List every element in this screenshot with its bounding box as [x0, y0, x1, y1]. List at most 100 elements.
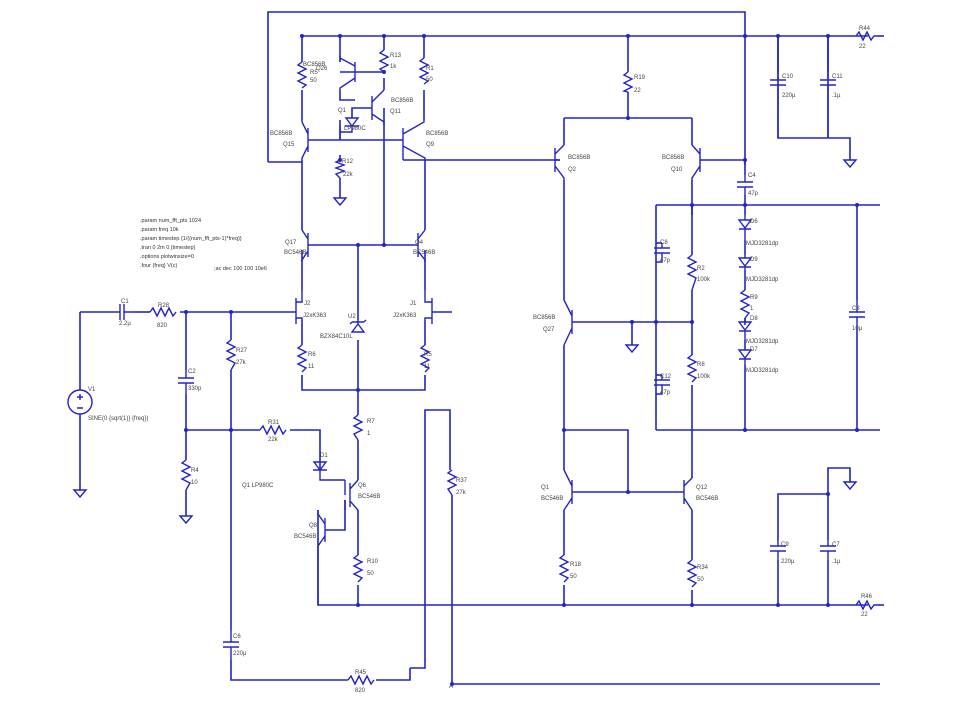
transistor-Q17: [301, 229, 316, 262]
transistor-Q8: [317, 510, 330, 605]
label-r7: R7: [367, 419, 375, 425]
label-r6: R6: [308, 352, 316, 358]
transistors: [290, 56, 706, 605]
resistor-R7: [352, 414, 364, 441]
capacitor-C6: [223, 630, 239, 660]
transistor-Q9: [395, 120, 426, 160]
led-top: [339, 117, 360, 140]
label-r2-value: 100k: [697, 277, 711, 283]
label-r34: R34: [697, 565, 709, 571]
resistor-R19: [621, 71, 634, 93]
label-q12: Q12: [696, 485, 708, 491]
label-c11: C11: [832, 74, 843, 80]
ground-icon: [72, 489, 88, 499]
ground-icon: [842, 481, 858, 491]
capacitor-C2: [178, 370, 194, 394]
label-r18-value: 50: [570, 574, 577, 580]
label-node-a: A: [449, 684, 453, 690]
resistor-R4: [180, 459, 192, 491]
label-q1-model: BC546B: [541, 496, 563, 502]
label-d9: D9: [750, 257, 758, 263]
label-c1-value: 2.2µ: [119, 321, 131, 327]
directive-line: .tran 0 2m 0 {timestep}: [140, 245, 195, 251]
directive-line: .param timestep {1/((num_fft_pts-1)*freq…: [140, 236, 242, 242]
label-q27-model: BC856B: [533, 315, 555, 321]
label-c7: C7: [832, 542, 840, 548]
label-q15-model: BC856B: [270, 131, 292, 137]
label-c11-value: .1µ: [832, 93, 841, 99]
label-r13: R13: [390, 53, 402, 59]
label-q26-model: BC856B: [303, 62, 325, 68]
resistor-R12: [334, 159, 346, 179]
transistor-Q15: [301, 120, 316, 160]
source-and-grounds: [67, 159, 858, 525]
label-r4: R4: [191, 468, 199, 474]
ground-icon: [842, 159, 858, 169]
resistor-R34: [686, 559, 698, 588]
label-d-top: Q1: [338, 108, 347, 114]
label-q15: Q15: [283, 142, 295, 148]
transistor-Q4: [410, 229, 426, 262]
label-q6: Q6: [358, 483, 367, 489]
resistor-R18: [558, 554, 570, 583]
label-r46-value: 22: [861, 612, 868, 618]
label-c10-value: 220µ: [782, 93, 796, 99]
directive-line: .param freq 10k: [140, 227, 179, 233]
label-j2: J2: [304, 301, 311, 307]
label-c3: C3: [852, 306, 860, 312]
label-q8-model: BC546B: [294, 534, 316, 540]
label-q1: Q1: [541, 485, 550, 491]
label-c3-value: 10µ: [852, 326, 863, 332]
transistor-J1: [424, 290, 452, 324]
label-j1-model: J2xK363: [393, 313, 417, 319]
label-d1: D1: [320, 453, 328, 459]
label-c2-value: 330p: [188, 386, 202, 392]
resistor-R13: [378, 49, 390, 73]
ground-icon: [624, 344, 640, 354]
label-v1: V1: [88, 387, 96, 393]
transistor-J2: [290, 290, 303, 324]
label-j2-model: J2xK363: [303, 313, 327, 319]
label-c12: C12: [660, 374, 672, 380]
led-D1: [312, 461, 345, 481]
resistor-R5: [419, 344, 431, 373]
label-c9-value: 220µ: [781, 559, 795, 565]
label-r37: R37: [456, 478, 468, 484]
capacitor-C1: [110, 304, 134, 320]
label-v1-value: SINE(0 {sqrt(1)} {freq}): [88, 416, 148, 422]
diodes: [312, 117, 753, 481]
capacitor-C10: [770, 72, 786, 138]
label-j1: J1: [410, 301, 417, 307]
label-r5-top-value: 50: [310, 78, 317, 84]
label-q17-model: BC546B: [284, 250, 306, 256]
label-r45-value: 820: [355, 688, 366, 694]
wires: [79, 11, 884, 685]
label-q6-model: BC546B: [358, 494, 380, 500]
resistor-R44: [855, 30, 878, 42]
ground-icon: [332, 197, 348, 207]
label-r6-value: 11: [308, 364, 315, 370]
label-c12-value: 47p: [660, 390, 671, 396]
label-d8: D8: [750, 316, 758, 322]
label-q10: Q10: [671, 167, 683, 173]
label-r8-value: 100k: [697, 374, 711, 380]
diode-D8: [737, 318, 753, 340]
label-c6-value: 220µ: [233, 651, 247, 657]
label-r44: R44: [859, 26, 871, 32]
label-d9-model: MJD3281dp: [746, 277, 779, 283]
label-r31: R31: [268, 420, 280, 426]
label-r37-value: 27k: [456, 490, 467, 496]
label-d7: D7: [750, 347, 758, 353]
diode-D9: [737, 255, 753, 270]
label-r34-value: 50: [697, 577, 704, 583]
capacitor-C3: [849, 300, 865, 330]
label-r18: R18: [570, 562, 582, 568]
resistor-R37: [446, 469, 458, 496]
label-q11: Q11: [390, 109, 402, 115]
label-c6: C6: [233, 634, 241, 640]
label-r1-value: 50: [426, 77, 433, 83]
voltage-source-V1: [67, 389, 93, 415]
resistors: [149, 30, 878, 686]
label-q4: Q4: [415, 240, 424, 246]
capacitor-C7: [820, 540, 836, 560]
